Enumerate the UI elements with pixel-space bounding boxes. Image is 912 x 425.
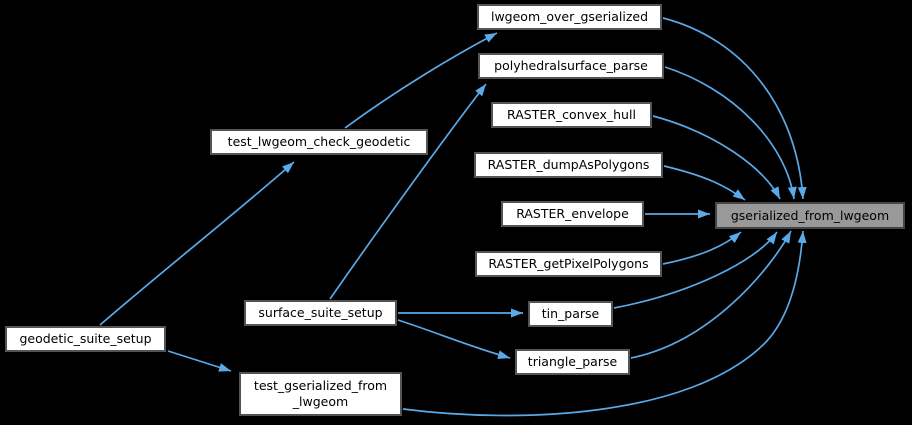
node-label: RASTER_getPixelPolygons: [488, 256, 649, 272]
edge-RASTER_getPixelPolygons-to-gserialized_from_lwgeom: [662, 231, 742, 265]
node-polyhedralsurface_parse[interactable]: polyhedralsurface_parse: [478, 53, 664, 79]
node-RASTER_convex_hull[interactable]: RASTER_convex_hull: [491, 102, 652, 128]
node-RASTER_envelope[interactable]: RASTER_envelope: [501, 201, 644, 227]
node-label: triangle_parse: [527, 354, 618, 370]
node-test_lwgeom_check_geodetic[interactable]: test_lwgeom_check_geodetic: [210, 129, 428, 155]
edge-test_gserialized_from_lwgeom-to-gserialized_from_lwgeom: [402, 230, 807, 417]
edge-surface_suite_setup-to-triangle_parse: [397, 319, 511, 360]
edge-RASTER_dumpAsPolygons-to-gserialized_from_lwgeom: [663, 165, 746, 201]
node-label: lwgeom_over_gserialized: [490, 9, 649, 25]
node-label: test_lwgeom_check_geodetic: [227, 134, 411, 150]
node-label: RASTER_envelope: [516, 206, 629, 222]
edge-RASTER_convex_hull-to-gserialized_from_lwgeom: [652, 115, 781, 200]
node-surface_suite_setup[interactable]: surface_suite_setup: [244, 300, 397, 326]
node-label: RASTER_dumpAsPolygons: [487, 157, 650, 173]
edge-tin_parse-to-gserialized_from_lwgeom: [613, 231, 778, 309]
edge-geodetic_suite_setup-to-test_gserialized_from_lwgeom: [167, 350, 232, 372]
node-label: polyhedralsurface_parse: [494, 58, 648, 74]
node-geodetic_suite_setup[interactable]: geodetic_suite_setup: [5, 326, 166, 352]
node-label: geodetic_suite_setup: [19, 331, 152, 347]
edge-triangle_parse-to-gserialized_from_lwgeom: [630, 230, 792, 359]
edge-test_lwgeom_check_geodetic-to-lwgeom_over_gserialized: [344, 32, 498, 129]
edge-geodetic_suite_setup-to-test_lwgeom_check_geodetic: [99, 161, 295, 326]
node-label: test_gserialized_from _lwgeom: [253, 378, 388, 409]
edge-surface_suite_setup-to-polyhedralsurface_parse: [329, 83, 487, 300]
edge-lwgeom_over_gserialized-to-gserialized_from_lwgeom: [662, 17, 807, 200]
node-RASTER_getPixelPolygons[interactable]: RASTER_getPixelPolygons: [475, 251, 662, 277]
edge-polyhedralsurface_parse-to-gserialized_from_lwgeom: [664, 66, 797, 200]
node-lwgeom_over_gserialized[interactable]: lwgeom_over_gserialized: [477, 4, 662, 30]
node-triangle_parse[interactable]: triangle_parse: [515, 349, 630, 375]
node-label: RASTER_convex_hull: [507, 107, 636, 123]
node-label: surface_suite_setup: [258, 305, 383, 321]
node-test_gserialized_from_lwgeom[interactable]: test_gserialized_from _lwgeom: [239, 372, 402, 416]
node-tin_parse[interactable]: tin_parse: [528, 301, 613, 327]
node-gserialized_from_lwgeom-target: gserialized_from_lwgeom: [715, 202, 905, 229]
node-label: gserialized_from_lwgeom: [730, 207, 890, 223]
node-label: tin_parse: [541, 306, 600, 322]
node-RASTER_dumpAsPolygons[interactable]: RASTER_dumpAsPolygons: [474, 152, 663, 178]
